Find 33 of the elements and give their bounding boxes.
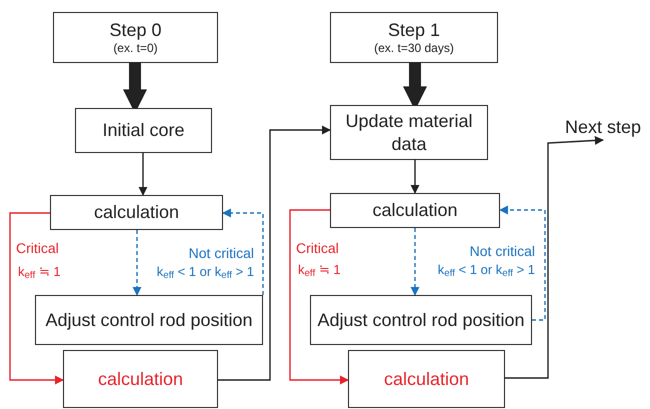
process-box	[330, 193, 500, 228]
process-box	[63, 350, 218, 408]
box-note: (ex. t=30 days)	[374, 41, 454, 56]
arrow	[499, 206, 546, 321]
arrow	[505, 136, 604, 379]
arrow	[9, 212, 64, 384]
arrow	[138, 153, 148, 196]
process-box	[330, 12, 498, 63]
box-title: calculation	[96, 368, 184, 390]
process-box	[310, 295, 532, 345]
box-title: Next step	[564, 116, 642, 138]
box-title: Step 0	[108, 18, 163, 42]
box-title: Update material data	[344, 110, 474, 155]
process-box	[35, 295, 263, 345]
box-title: Adjust control rod position	[44, 308, 254, 332]
box-note: (ex. t=0)	[113, 41, 158, 56]
box-title: calculation	[92, 201, 180, 224]
arrow	[410, 228, 420, 296]
process-box	[53, 12, 218, 63]
box-title: Adjust control rod position	[316, 308, 526, 332]
arrow	[289, 209, 349, 384]
box-title: calculation	[371, 199, 459, 222]
arrow	[132, 230, 142, 296]
arrow	[222, 208, 264, 295]
process-box	[75, 108, 212, 153]
process-box	[348, 350, 505, 408]
process-box	[50, 195, 223, 230]
box-title: Step 1	[386, 18, 442, 42]
box-title: Initial core	[101, 119, 186, 142]
box-title: calculation	[382, 368, 470, 390]
arrow	[410, 160, 420, 194]
process-box	[330, 105, 488, 160]
arrow	[218, 126, 331, 381]
